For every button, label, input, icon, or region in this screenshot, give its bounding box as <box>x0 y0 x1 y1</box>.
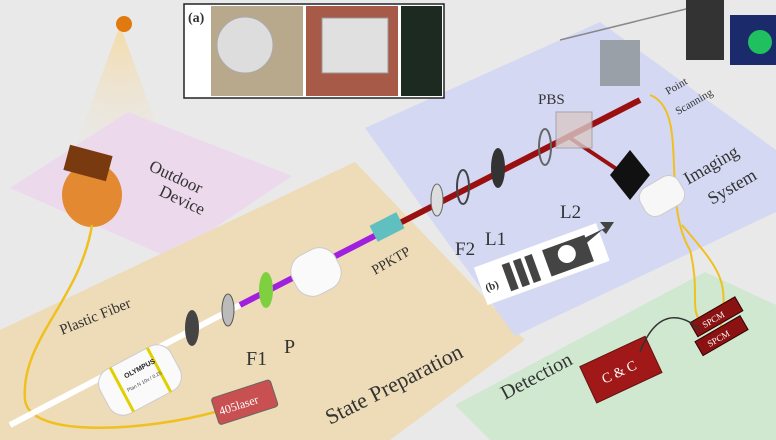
imaging-panel <box>365 22 776 336</box>
plastic-fiber <box>23 224 216 429</box>
collection-objective <box>638 175 686 217</box>
monitor-image <box>748 30 772 54</box>
pbs-cube <box>555 111 593 149</box>
f2-label: F2 <box>455 239 475 260</box>
coax-cable <box>639 317 701 353</box>
arrow-icon <box>580 222 614 246</box>
scan-rod <box>559 7 691 41</box>
laser-405: 405laser <box>211 379 279 425</box>
pbs-label: PBS <box>538 92 565 108</box>
inset-b-object: (b) <box>473 223 610 306</box>
sun-icon <box>116 16 132 32</box>
inset-a-photos: (a) <box>183 3 445 99</box>
lens-l2 <box>538 128 552 166</box>
lens-l1 <box>456 169 470 205</box>
computer-tower <box>686 0 724 60</box>
l2-label: L2 <box>560 202 581 223</box>
inset-b-label: (b) <box>484 278 501 294</box>
filter-f1 <box>221 293 235 327</box>
polarizer-p <box>259 272 273 308</box>
signal-fiber <box>649 94 701 321</box>
ppktp-crystal <box>369 212 405 242</box>
p-label: P <box>284 336 295 358</box>
iris-2 <box>491 148 505 188</box>
scanning-stage <box>600 40 640 86</box>
filter-f2 <box>430 183 444 217</box>
l1-label: L1 <box>485 229 506 250</box>
outdoor-device <box>62 144 122 227</box>
inset-a-label: (a) <box>188 11 205 26</box>
f1-label: F1 <box>246 348 267 370</box>
focusing-objective <box>290 247 342 297</box>
objective-olympus: OLYMPUS Plan N 10x / 0.25 <box>98 344 182 416</box>
cc-box: C & C <box>579 335 663 404</box>
object-mask <box>610 150 650 200</box>
iris-1 <box>185 310 199 346</box>
